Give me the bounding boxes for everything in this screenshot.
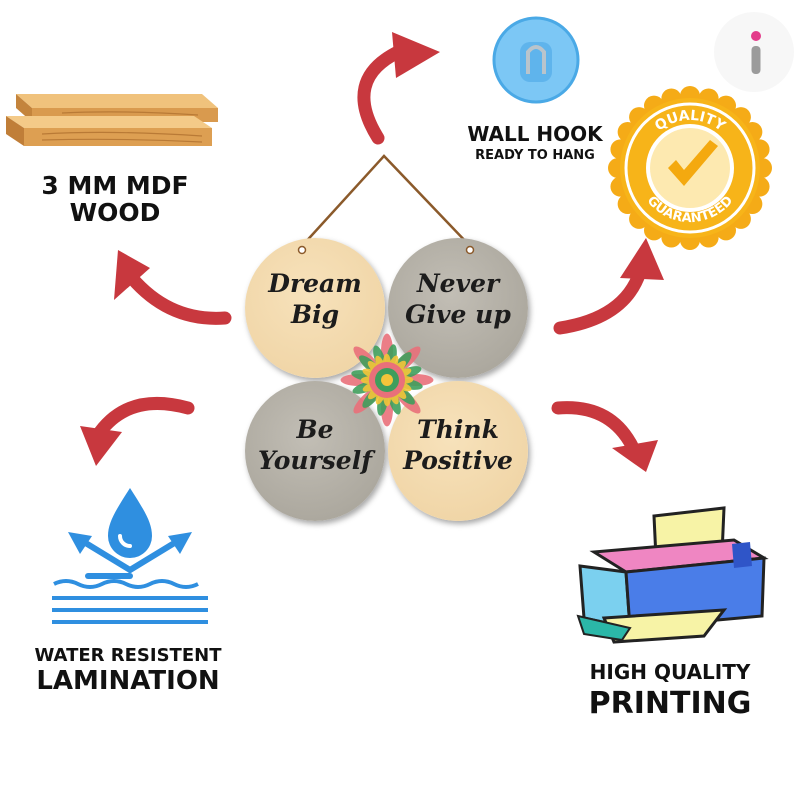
arrow-to-lamination xyxy=(93,396,195,439)
lamination-line2: LAMINATION xyxy=(36,666,220,697)
mdf-label: 3 MM MDF WOOD xyxy=(0,172,230,226)
arrow-to-quality xyxy=(553,265,647,335)
lamination-line1: WATER RESISTENT xyxy=(34,645,222,666)
circle-text-be-yourself: Be Yourself xyxy=(250,414,380,477)
circle-text-think-positive: Think Positive xyxy=(393,414,523,477)
mdf-label-line2: WOOD xyxy=(69,198,161,227)
circle-text-dream-big: Dream Big xyxy=(250,268,380,331)
arrowhead-printing xyxy=(612,440,658,472)
arrowhead-hook xyxy=(392,32,440,78)
mandala-ornament xyxy=(340,333,434,427)
printing-line1: HIGH QUALITY xyxy=(589,660,751,684)
printing-line2: PRINTING xyxy=(588,685,752,721)
arrow-to-printing xyxy=(551,401,639,453)
arrowhead-quality xyxy=(620,238,664,280)
circle-2-line2: Yourself xyxy=(258,446,372,476)
printing-label: HIGH QUALITY PRINTING xyxy=(570,660,770,721)
arrowhead-mdf xyxy=(114,250,150,300)
mdf-label-line1: 3 MM MDF xyxy=(41,171,189,200)
circle-0-line1: Dream xyxy=(268,269,362,298)
wall-hook-line1: WALL HOOK xyxy=(467,122,603,146)
wood-planks-icon xyxy=(6,94,218,146)
wall-hook-label: WALL HOOK READY TO HANG xyxy=(455,122,615,163)
quality-badge-icon: QUALITY GUARANTEED xyxy=(608,86,772,250)
wall-hook-line2: READY TO HANG xyxy=(475,147,595,163)
wall-hook-icon xyxy=(492,16,580,104)
arrowhead-lamination xyxy=(80,426,122,466)
circle-0-line2: Big xyxy=(290,300,340,330)
brand-logo xyxy=(714,12,794,92)
circle-1-line2: Give up xyxy=(405,300,511,330)
circle-2-line1: Be xyxy=(296,415,334,444)
lamination-label: WATER RESISTENT LAMINATION xyxy=(14,646,242,696)
arrow-to-mdf xyxy=(125,271,232,325)
printer-icon xyxy=(576,506,769,644)
circle-3-line1: Think xyxy=(417,415,499,444)
circle-1-line1: Never xyxy=(416,269,500,298)
circle-text-never-give-up: Never Give up xyxy=(393,268,523,331)
arrow-to-hook xyxy=(357,45,405,145)
water-drop-lamination-icon xyxy=(52,488,208,624)
circle-3-line2: Positive xyxy=(403,446,513,476)
